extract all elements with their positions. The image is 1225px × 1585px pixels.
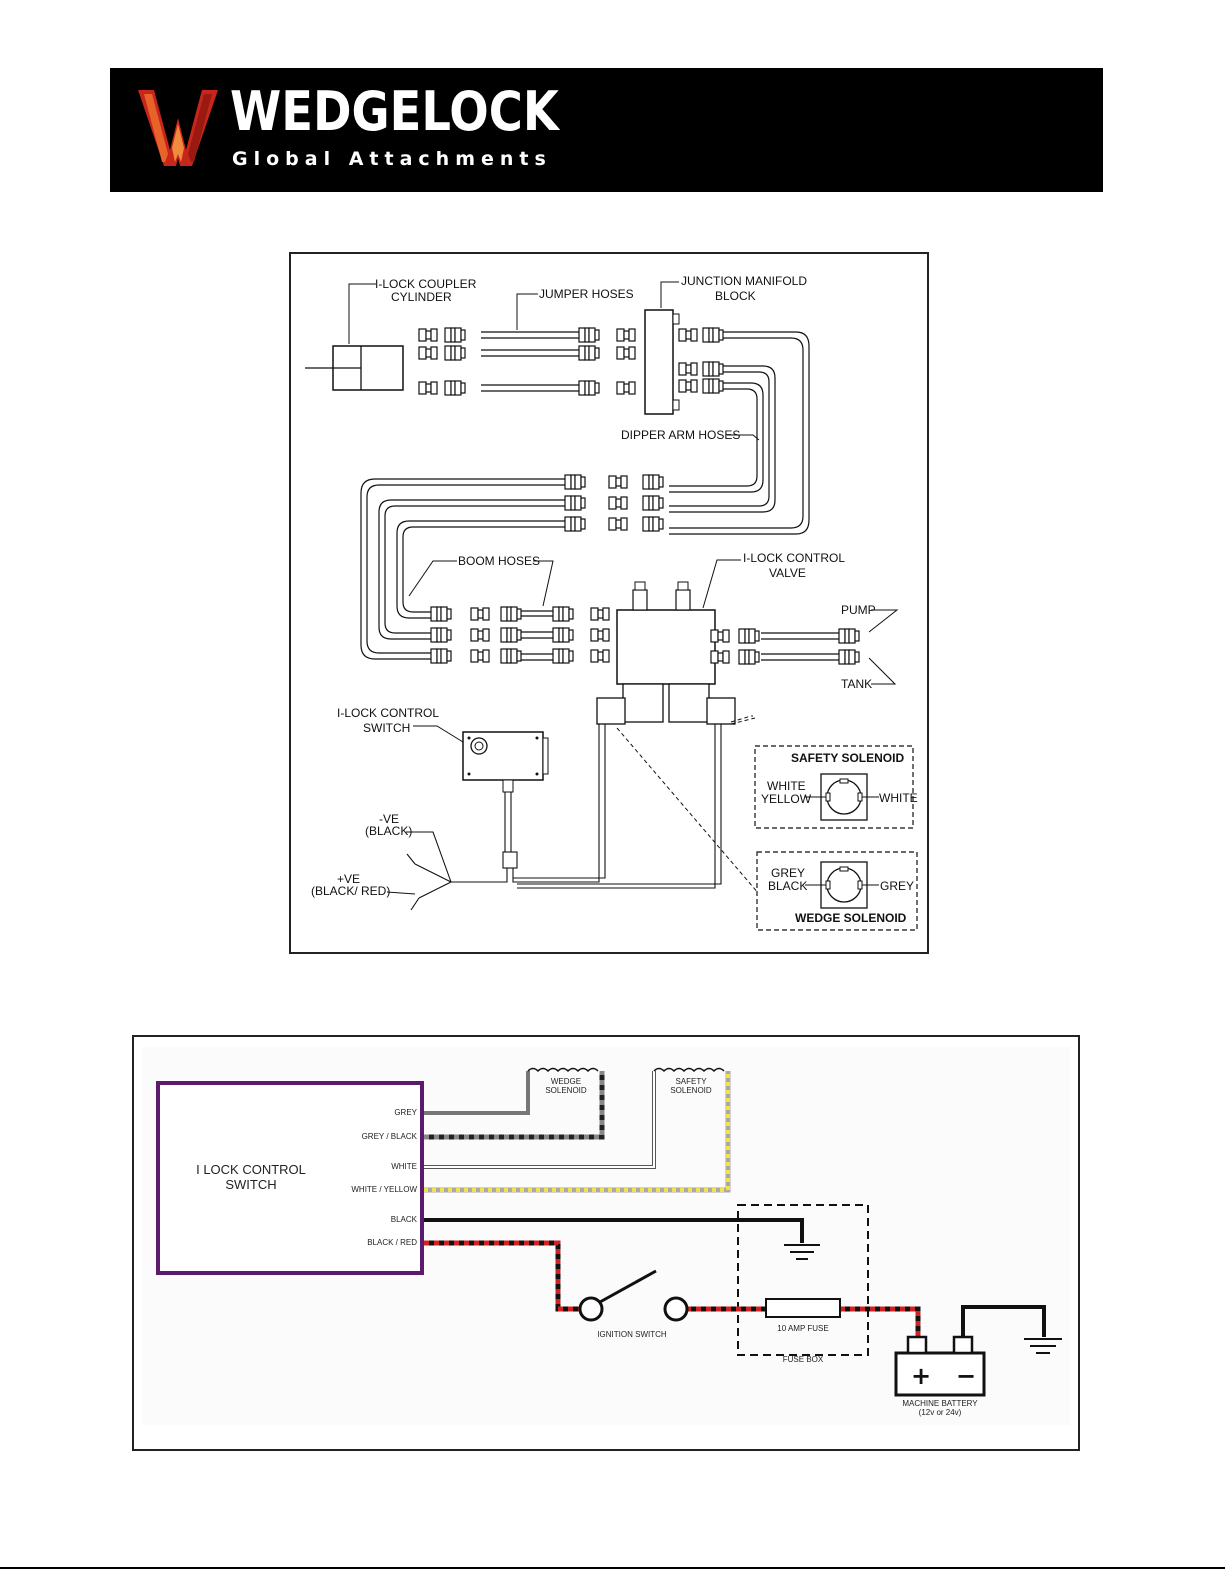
wire-label-grey: GREY: [394, 1108, 417, 1117]
brand-tagline: Global Attachments: [232, 148, 552, 170]
ground-icon: [784, 1244, 820, 1260]
wedge-solenoid-box: [756, 851, 918, 931]
control-switch-box: [413, 725, 549, 793]
label-pos-2: (BLACK/ RED): [311, 884, 390, 898]
header-banner: WEDGELOCK Global Attachments: [110, 68, 1103, 192]
wiring-diagram: I LOCK CONTROL SWITCH GREY GREY / BLACK …: [132, 1035, 1080, 1451]
boom-couplers: [430, 606, 610, 664]
label-wedge-right: GREY: [880, 879, 914, 893]
label-control-valve-1: I-LOCK CONTROL: [743, 551, 845, 565]
wedgelock-logo-icon: [138, 90, 218, 166]
wire-label-white: WHITE: [391, 1162, 417, 1171]
wire-label-grey-black: GREY / BLACK: [362, 1132, 418, 1141]
wedge-solenoid-label-1: WEDGE: [551, 1077, 581, 1086]
label-tank: TANK: [841, 677, 872, 691]
middle-couplers: [564, 474, 664, 532]
safety-solenoid-label-1: SAFETY: [675, 1077, 707, 1086]
label-wedge-left-2: BLACK: [768, 879, 807, 893]
pump-tank-hoses: [710, 609, 899, 685]
brand-name: WEDGELOCK: [230, 80, 559, 143]
wiring-harness: [386, 724, 722, 911]
boom-hoses: [360, 478, 565, 661]
fuse-box: [737, 1204, 869, 1356]
black-ground-wire: [424, 1218, 820, 1260]
safety-solenoid-wires: [424, 1067, 731, 1193]
machine-battery: [894, 1335, 986, 1397]
hydraulic-diagram-svg: I-LOCK COUPLER CYLINDER JUMPER HOSES J: [305, 274, 918, 931]
battery-label-2: (12v or 24v): [919, 1408, 962, 1417]
label-wedge-left-1: GREY: [771, 866, 805, 880]
label-jumper-hoses: JUMPER HOSES: [539, 287, 634, 301]
label-neg-2: (BLACK): [365, 824, 412, 838]
label-coupler-cylinder-1: I-LOCK COUPLER: [375, 277, 477, 291]
battery-minus-icon: −: [956, 1362, 976, 1390]
label-safety-left-1: WHITE: [767, 779, 806, 793]
label-pos-1: +VE: [337, 872, 360, 886]
label-pump: PUMP: [841, 603, 876, 617]
page-bottom-rule: [0, 1567, 1225, 1569]
hydraulic-diagram: I-LOCK COUPLER CYLINDER JUMPER HOSES J: [289, 252, 929, 954]
switch-label-2: SWITCH: [225, 1177, 276, 1192]
wire-label-black: BLACK: [391, 1215, 418, 1224]
control-switch-box: [156, 1081, 424, 1275]
label-safety-left-2: YELLOW: [761, 792, 812, 806]
label-neg-1: -VE: [379, 812, 399, 826]
dipper-arm-hoses: [669, 331, 810, 535]
switch-label-1: I LOCK CONTROL: [196, 1162, 306, 1177]
wire-label-white-yellow: WHITE / YELLOW: [351, 1185, 417, 1194]
battery-label-1: MACHINE BATTERY: [902, 1399, 978, 1408]
label-coupler-cylinder-2: CYLINDER: [391, 290, 452, 304]
coupler-cylinder: [305, 283, 404, 391]
label-safety-right: WHITE: [879, 791, 918, 805]
label-control-switch-1: I-LOCK CONTROL: [337, 706, 439, 720]
label-wedge-solenoid: WEDGE SOLENOID: [795, 911, 907, 925]
ignition-switch-label: IGNITION SWITCH: [597, 1330, 667, 1339]
black-red-power-wire: [424, 1240, 921, 1337]
label-dipper-arm-hoses: DIPPER ARM HOSES: [621, 428, 740, 442]
safety-solenoid-box: [754, 745, 914, 829]
battery-ground-wire: [961, 1305, 1062, 1354]
label-manifold-1: JUNCTION MANIFOLD: [681, 274, 807, 288]
fuse-label: 10 AMP FUSE: [777, 1324, 828, 1333]
junction-manifold-block: [644, 281, 724, 415]
fuse: [765, 1298, 841, 1318]
label-control-valve-2: VALVE: [769, 566, 806, 580]
wedge-solenoid-label-2: SOLENOID: [545, 1086, 587, 1095]
label-safety-solenoid: SAFETY SOLENOID: [791, 751, 904, 765]
ignition-switch: [578, 1269, 689, 1322]
label-manifold-2: BLOCK: [715, 289, 756, 303]
label-control-switch-2: SWITCH: [363, 721, 410, 735]
safety-solenoid-label-2: SOLENOID: [670, 1086, 712, 1095]
control-valve: [596, 559, 741, 725]
fuse-box-label: FUSE BOX: [783, 1355, 824, 1364]
jumper-hoses: [418, 293, 636, 396]
label-boom-hoses: BOOM HOSES: [458, 554, 540, 568]
ground-icon: [1024, 1338, 1062, 1354]
wedge-solenoid-wires: [424, 1067, 605, 1140]
wire-label-black-red: BLACK / RED: [367, 1238, 417, 1247]
battery-plus-icon: +: [911, 1362, 931, 1390]
wiring-diagram-svg: I LOCK CONTROL SWITCH GREY GREY / BLACK …: [142, 1047, 1070, 1425]
